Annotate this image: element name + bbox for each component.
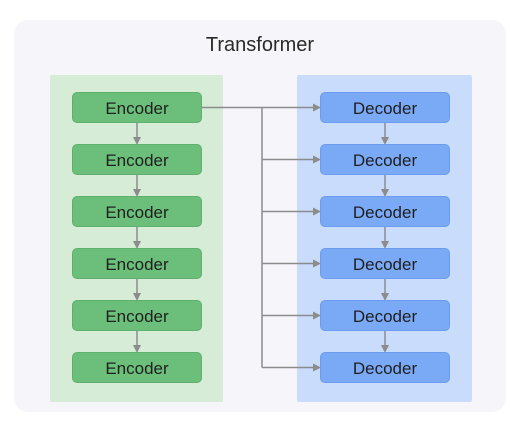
encoder-block-1: Encoder [72,92,202,123]
encoder-block-3: Encoder [72,196,202,227]
decoder-block-3: Decoder [320,196,450,227]
diagram-title: Transformer [205,34,315,56]
encoder-block-2: Encoder [72,144,202,175]
decoder-block-6: Decoder [320,352,450,383]
decoder-block-1: Decoder [320,92,450,123]
decoder-block-5: Decoder [320,300,450,331]
encoder-block-5: Encoder [72,300,202,331]
encoder-block-6: Encoder [72,352,202,383]
decoder-block-2: Decoder [320,144,450,175]
encoder-block-4: Encoder [72,248,202,279]
decoder-block-4: Decoder [320,248,450,279]
